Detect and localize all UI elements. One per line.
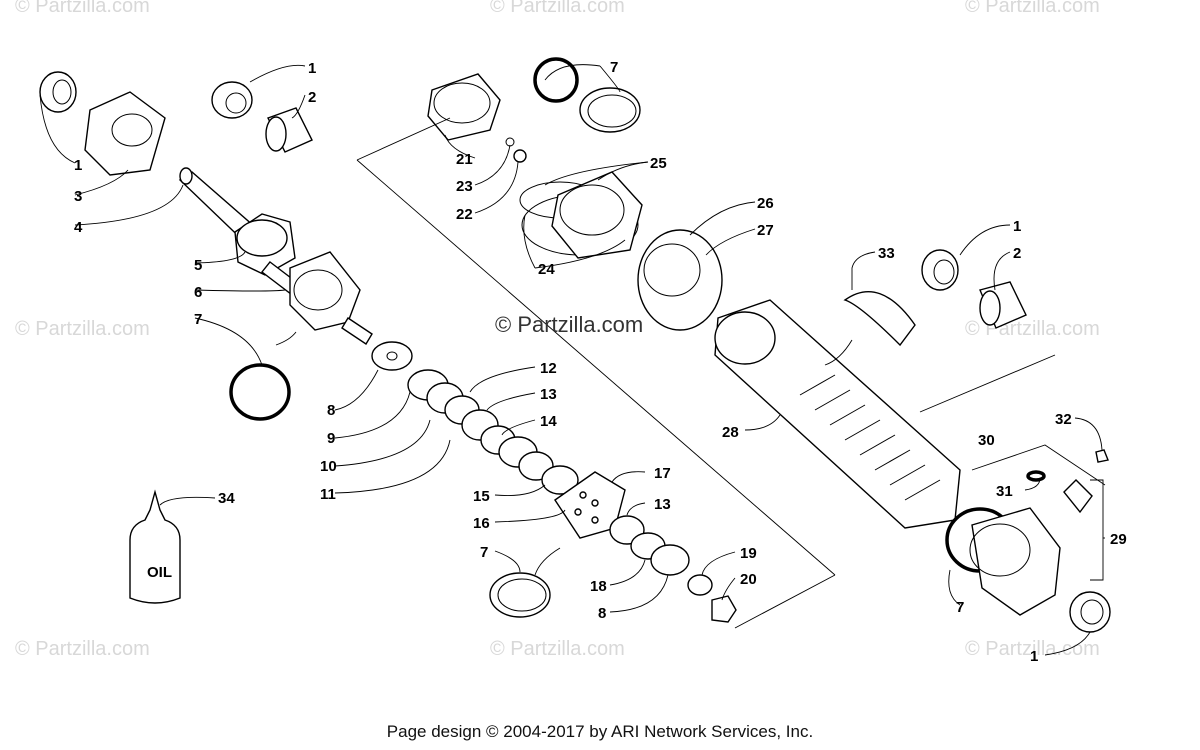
oil-bottle[interactable]: OIL <box>129 489 181 604</box>
callout-label: 26 <box>757 195 774 212</box>
callout-label: 30 <box>978 432 995 449</box>
callout-label: 9 <box>327 430 335 447</box>
callout-label: 19 <box>740 545 757 562</box>
callout-label: 31 <box>996 483 1013 500</box>
callout-label: 32 <box>1055 411 1072 428</box>
watermarks: © Partzilla.com © Partzilla.com © Partzi… <box>15 0 1100 660</box>
watermark: © Partzilla.com <box>490 638 625 660</box>
callout-label: 2 <box>308 89 316 106</box>
callout-label: 24 <box>538 261 555 278</box>
callout-label: 28 <box>722 424 739 441</box>
callout-label: 21 <box>456 151 473 168</box>
shim-stack <box>371 341 737 623</box>
callout-label: 14 <box>540 413 557 430</box>
callout-label: 11 <box>320 486 336 503</box>
callout-label: 27 <box>757 222 774 239</box>
watermark: © Partzilla.com <box>965 0 1100 17</box>
watermark: © Partzilla.com <box>15 0 150 17</box>
callout-label: 1 <box>1013 218 1021 235</box>
callout-label: 22 <box>456 206 473 223</box>
watermark: © Partzilla.com <box>490 0 625 17</box>
lock-ring-part[interactable] <box>637 229 723 331</box>
callout-label: 8 <box>327 402 335 419</box>
callout-label: 20 <box>740 571 757 588</box>
callout-label: 23 <box>456 178 473 195</box>
lower-eyelet-assembly <box>921 249 1111 633</box>
callout-label: 7 <box>194 311 202 328</box>
oil-label: OIL <box>147 564 172 581</box>
callout-label: 18 <box>590 578 607 595</box>
washer-part[interactable] <box>371 341 413 371</box>
watermark: © Partzilla.com <box>15 318 150 340</box>
callout-label: 7 <box>956 599 964 616</box>
group-outlines <box>356 117 1106 629</box>
callout-label: 16 <box>473 515 490 532</box>
callout-label: 7 <box>610 59 618 76</box>
callout-label: 33 <box>878 245 895 262</box>
o-ring-part[interactable] <box>229 363 291 421</box>
callout-label: 29 <box>1110 531 1127 548</box>
callout-label: 7 <box>480 544 488 561</box>
callouts: 1 2 1 3 4 5 6 7 8 9 10 11 12 13 14 15 16… <box>74 59 1127 665</box>
callout-label: 5 <box>194 257 202 274</box>
callout-label: 8 <box>598 605 606 622</box>
wear-band-part[interactable] <box>489 572 551 618</box>
callout-label: 13 <box>540 386 557 403</box>
callout-label: 3 <box>74 188 82 205</box>
callout-label: 2 <box>1013 245 1021 262</box>
callout-label: 6 <box>194 284 202 301</box>
callout-label: 17 <box>654 465 671 482</box>
lower-body-part[interactable] <box>971 507 1061 616</box>
callout-label: 34 <box>218 490 235 507</box>
o-ring-part[interactable] <box>533 57 579 103</box>
watermark: © Partzilla.com <box>965 638 1100 660</box>
callout-label: 13 <box>654 496 671 513</box>
callout-label: 1 <box>308 60 316 77</box>
leader-lines <box>39 64 1105 656</box>
bushing-part[interactable] <box>1069 591 1111 633</box>
callout-label: 1 <box>74 157 82 174</box>
callout-label: 1 <box>1030 648 1038 665</box>
piston-part[interactable] <box>554 471 626 539</box>
cover-part[interactable] <box>843 291 916 347</box>
bushing-part[interactable] <box>211 81 253 119</box>
nut-part[interactable] <box>711 595 737 623</box>
eyelet-part[interactable] <box>84 91 166 176</box>
footer-copyright: Page design © 2004-2017 by ARI Network S… <box>386 722 814 741</box>
callout-label: 15 <box>473 488 490 505</box>
shaft-assembly <box>39 71 373 421</box>
callout-label: 12 <box>540 360 557 377</box>
bearing-cap-part[interactable] <box>427 73 501 141</box>
center-assembly <box>427 57 961 529</box>
center-watermark: © Partzilla.com <box>495 312 643 337</box>
callout-label: 4 <box>74 219 83 236</box>
callout-label: 25 <box>650 155 667 172</box>
callout-label: 10 <box>320 458 337 475</box>
watermark: © Partzilla.com <box>15 638 150 660</box>
